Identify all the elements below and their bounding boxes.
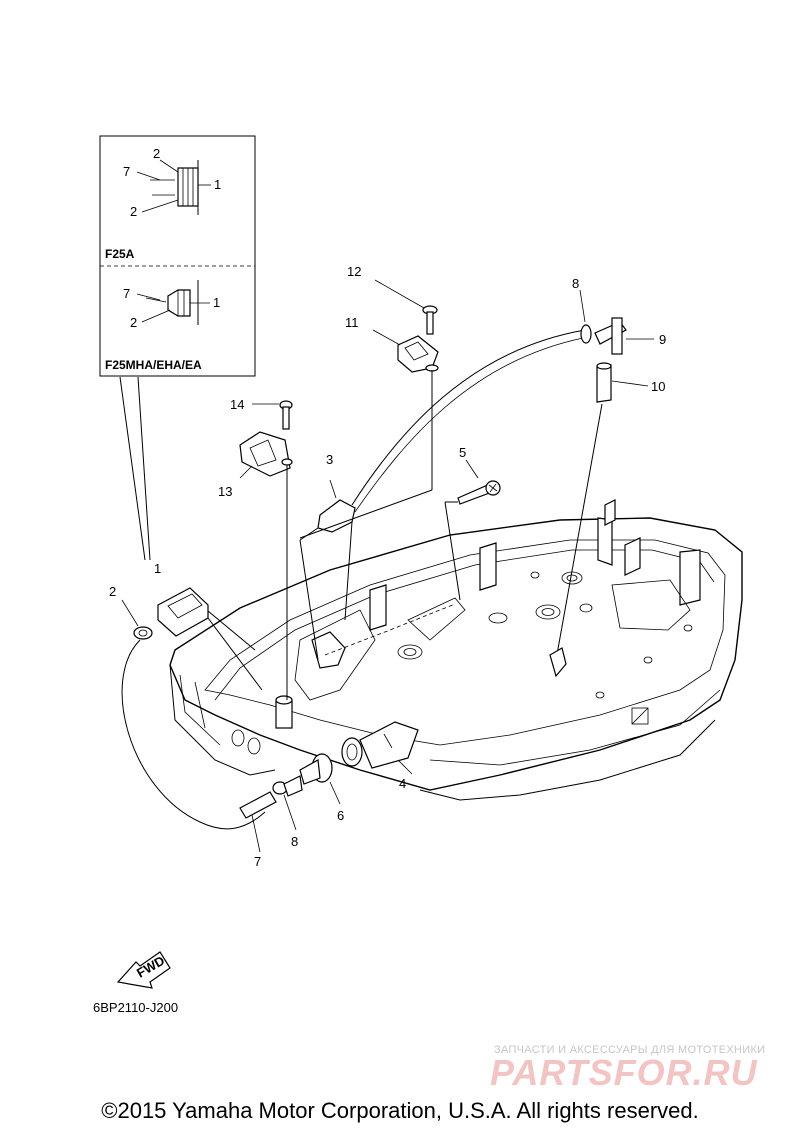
inset-box: 2 7 1 2 F25A 7 1 2 F25MHA/EHA/EA	[99, 135, 256, 561]
inset-top-grommet	[150, 160, 199, 215]
fwd-arrow-icon: FWD	[116, 951, 171, 989]
callout-13: 13	[218, 484, 232, 499]
drawing-code: 6BP2110-J200	[93, 1000, 178, 1015]
inset-bottom-callout-2: 2	[130, 315, 137, 330]
part-1-grommet	[157, 587, 263, 691]
part-13-bracket	[239, 431, 291, 479]
inset-bottom-grommet	[145, 280, 199, 325]
watermark-tagline: ЗАПЧАСТИ И АКСЕССУАРЫ ДЛЯ МОТОТЕХНИКИ	[494, 1044, 766, 1056]
callout-3: 3	[326, 452, 333, 467]
inset-top-callout-2b: 2	[130, 204, 137, 219]
callout-8-upper: 8	[572, 276, 579, 291]
inset-top-label: F25A	[105, 247, 135, 261]
callout-10: 10	[651, 379, 665, 394]
callout-4: 4	[399, 776, 406, 791]
part-10-hose	[549, 362, 649, 678]
part-6-fitting	[299, 753, 341, 805]
part-8-clamp-lower	[272, 775, 303, 831]
copyright-notice: ©2015 Yamaha Motor Corporation, U.S.A. A…	[101, 1098, 699, 1123]
part-2-clamp	[121, 599, 153, 640]
inset-bottom-callout-1: 1	[213, 295, 220, 310]
callout-8-lower: 8	[291, 834, 298, 849]
hose-7-end	[239, 791, 277, 819]
cable-upper	[351, 329, 586, 506]
part-12-bolt	[299, 279, 439, 539]
bottom-cowling	[169, 499, 743, 801]
watermark-logo: PARTSFOR.RU	[490, 1052, 758, 1093]
inset-bottom-callout-7: 7	[123, 286, 130, 301]
hose-7	[121, 639, 266, 830]
part-8-clamp-upper	[579, 289, 592, 344]
callout-9: 9	[659, 332, 666, 347]
callout-7: 7	[254, 854, 261, 869]
inset-top-callout-2a: 2	[153, 146, 160, 161]
callout-2: 2	[109, 584, 116, 599]
callout-14: 14	[230, 397, 244, 412]
part-5-screw	[444, 459, 501, 601]
inset-top-callout-1: 1	[214, 177, 221, 192]
callout-12: 12	[347, 264, 361, 279]
inset-bottom-label: F25MHA/EHA/EA	[105, 358, 202, 372]
part-4-fitting	[341, 721, 419, 775]
inset-top-callout-7: 7	[123, 164, 130, 179]
part-3-grommet	[299, 479, 356, 661]
part-14-bolt	[252, 400, 293, 700]
callout-6: 6	[337, 808, 344, 823]
part-9-joint	[594, 317, 654, 355]
callout-1: 1	[154, 561, 161, 576]
callout-5: 5	[459, 445, 466, 460]
callout-11: 11	[345, 315, 359, 330]
